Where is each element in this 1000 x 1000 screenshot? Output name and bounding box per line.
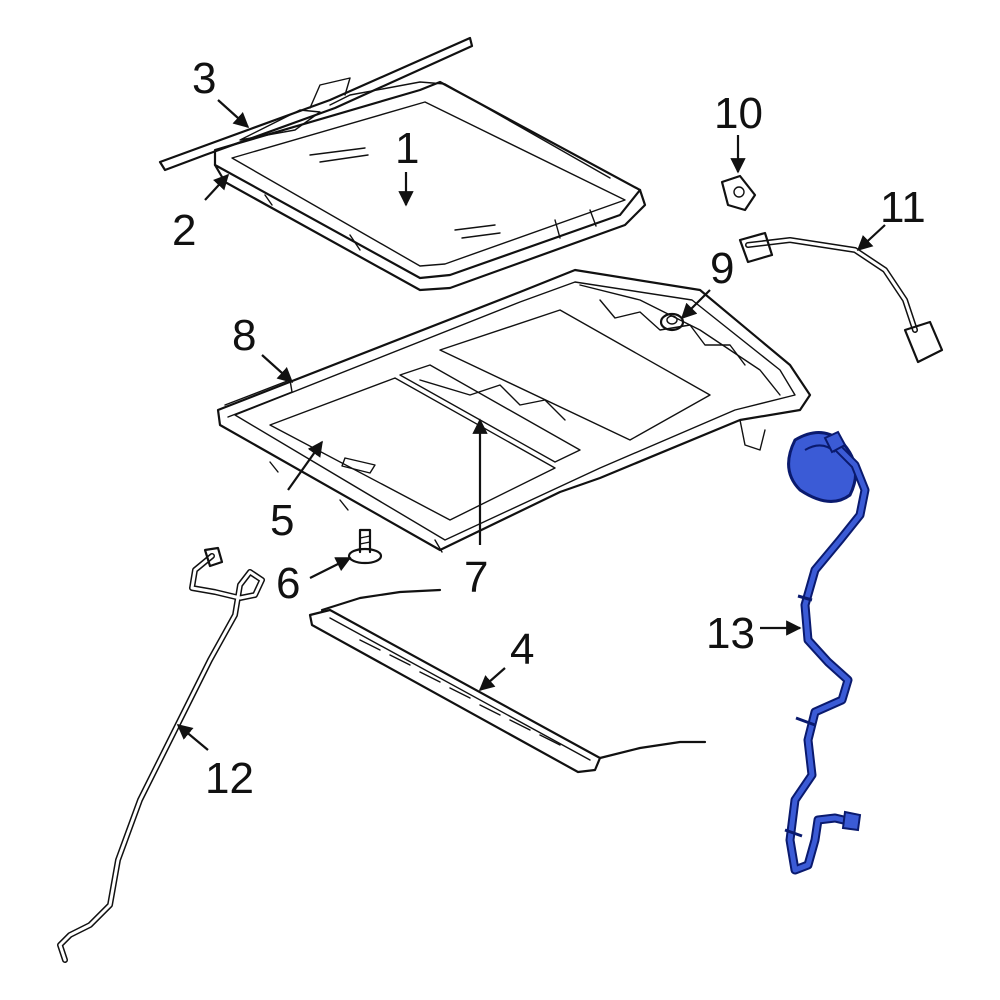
callout-5[interactable]: 5 <box>270 496 294 545</box>
leader-6 <box>309 557 352 579</box>
part-9-clip[interactable] <box>659 312 685 332</box>
leader-2 <box>204 173 230 201</box>
callout-2[interactable]: 2 <box>172 206 196 255</box>
part-13-drain-hose-highlighted[interactable] <box>784 430 870 875</box>
callout-9[interactable]: 9 <box>710 244 734 293</box>
leader-12 <box>176 724 209 751</box>
callout-13[interactable]: 13 <box>706 609 755 658</box>
part-11-drain-hose[interactable] <box>738 231 944 364</box>
part-6-bolt[interactable] <box>347 528 383 565</box>
callout-12[interactable]: 12 <box>205 754 254 803</box>
callout-1[interactable]: 1 <box>395 124 419 173</box>
leader-11 <box>856 224 886 252</box>
callout-4[interactable]: 4 <box>510 625 534 674</box>
callout-10[interactable]: 10 <box>714 89 763 138</box>
callout-labels: 1 2 3 4 5 6 7 8 9 10 11 12 13 <box>172 54 926 803</box>
part-4-rear-rail[interactable] <box>308 588 707 774</box>
leader-5 <box>287 440 323 491</box>
leader-8 <box>261 354 294 384</box>
part-12-drain-hose[interactable] <box>57 546 265 963</box>
part-10-nut[interactable] <box>720 174 757 212</box>
callout-11[interactable]: 11 <box>880 183 926 232</box>
part-8-sunroof-frame[interactable] <box>216 268 812 553</box>
callout-8[interactable]: 8 <box>232 311 256 360</box>
leader-4 <box>478 667 506 692</box>
callout-6[interactable]: 6 <box>276 559 300 608</box>
leader-3 <box>217 99 250 129</box>
part-3-front-deflector[interactable] <box>158 36 474 172</box>
callout-3[interactable]: 3 <box>192 54 216 103</box>
leader-9 <box>680 289 711 320</box>
part-1-glass-panel[interactable] <box>213 80 647 292</box>
callout-7[interactable]: 7 <box>464 553 488 602</box>
leader-lines <box>176 99 886 751</box>
